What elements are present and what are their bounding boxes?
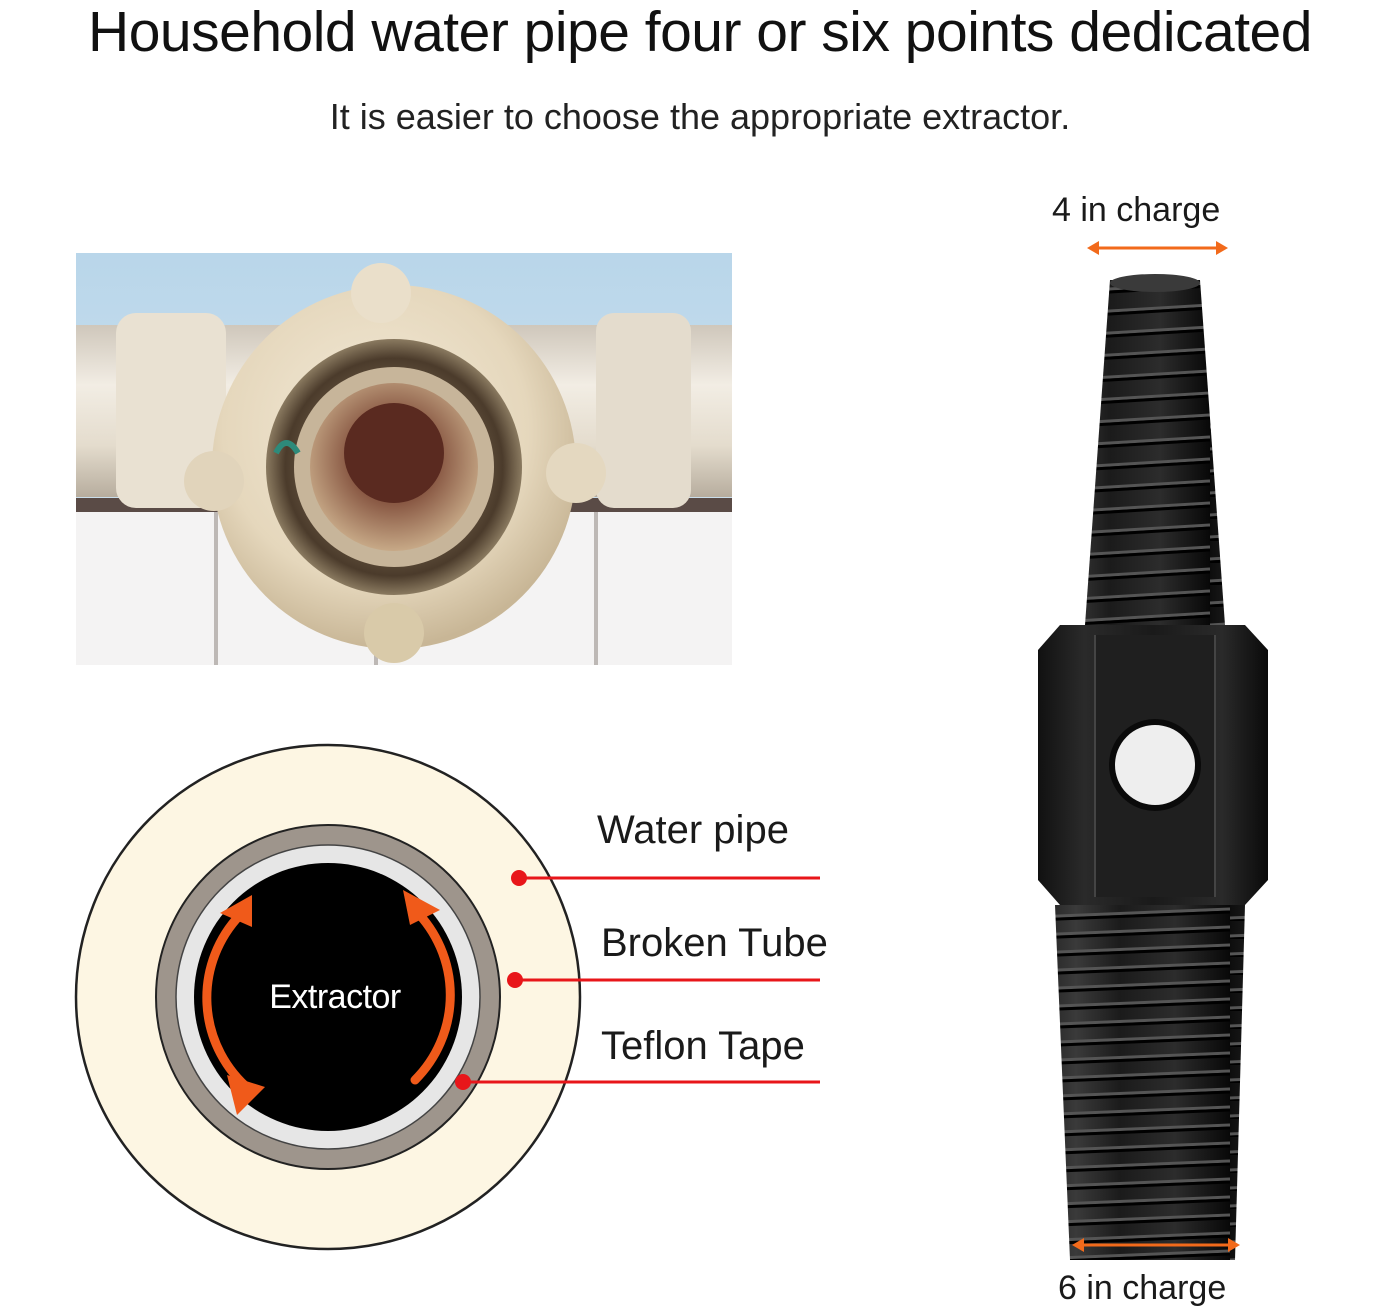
page-subtitle: It is easier to choose the appropriate e…	[329, 96, 1071, 137]
top-charge-label: 4 in charge	[1052, 191, 1221, 229]
water-pipe-label: Water pipe	[597, 808, 789, 852]
bottom-size-arrow	[1072, 1238, 1240, 1252]
rotation-arrow-left	[202, 910, 255, 1095]
rotation-arrow-right	[410, 905, 455, 1085]
teflon-tape-label: Teflon Tape	[601, 1024, 805, 1068]
page-title: Household water pipe four or six points …	[88, 0, 1312, 64]
extractor-core	[194, 863, 462, 1131]
bottom-charge-label: 6 in charge	[1058, 1269, 1227, 1307]
extractor-label: Extractor	[269, 978, 401, 1016]
pipe-fitting-photo	[76, 253, 732, 665]
top-size-arrow	[1087, 241, 1228, 255]
extractor-tool-image	[1010, 255, 1290, 1270]
broken-tube-label: Broken Tube	[601, 921, 828, 965]
cross-section-diagram	[70, 735, 870, 1265]
